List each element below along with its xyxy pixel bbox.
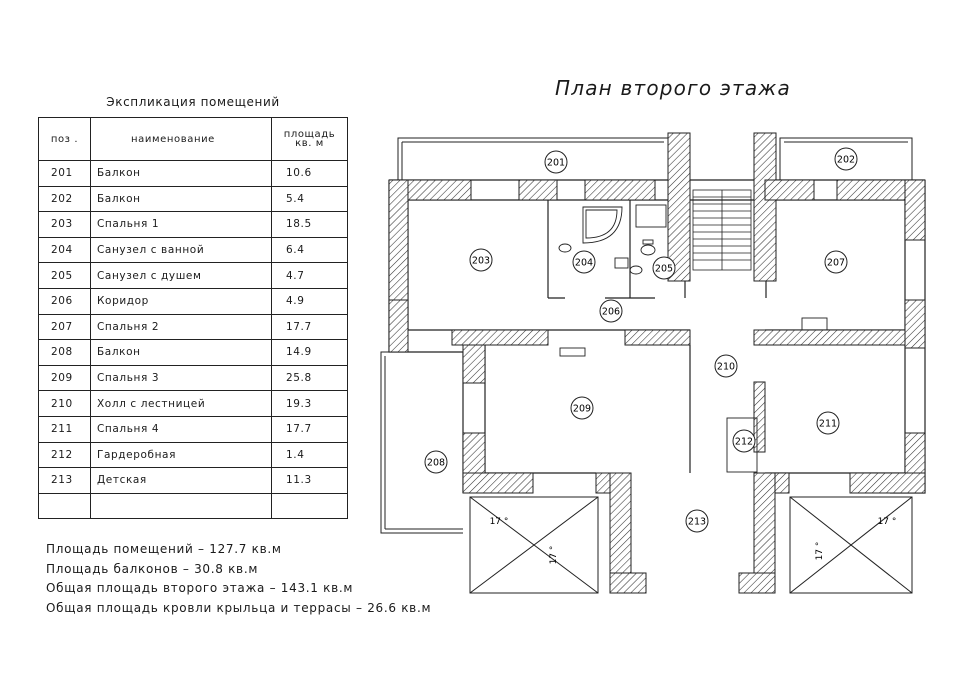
room-marker-circle xyxy=(572,250,596,274)
cell-area: 11.3 xyxy=(271,467,348,494)
cell-area: 17.7 xyxy=(271,313,348,341)
cell-name: Детская xyxy=(90,467,272,494)
room-marker-circle xyxy=(685,509,709,533)
header-name: наименование xyxy=(90,117,272,161)
room-marker-circle xyxy=(570,396,594,420)
room-marker-label: 211 xyxy=(819,419,837,430)
room-marker-label: 208 xyxy=(427,458,445,469)
roof-slope-label: 17 ° xyxy=(878,517,897,527)
table-caption: Экспликация помещений xyxy=(106,95,280,109)
room-marker-circle xyxy=(544,150,568,174)
cell-name: Спальня 1 xyxy=(90,211,272,238)
cell-pos: 207 xyxy=(38,313,91,341)
roof-slope-label: 17 ° xyxy=(549,546,559,565)
room-marker-circle xyxy=(824,250,848,274)
summary-rooms-area: Площадь помещений – 127.7 кв.м xyxy=(46,542,282,556)
room-marker-circle xyxy=(599,299,623,323)
room-markers: 201 202 203 204 205 206 207 208 209 210 211 212 213 xyxy=(424,147,858,533)
room-marker-label: 210 xyxy=(717,362,735,373)
room-marker-circle xyxy=(714,354,738,378)
room-marker-label: 209 xyxy=(573,404,591,415)
area-summary: Площадь помещений – 127.7 кв.м Площадь б… xyxy=(46,540,431,618)
cell-name: Спальня 2 xyxy=(90,313,272,341)
cell-area: 17.7 xyxy=(271,415,348,443)
room-marker-circle xyxy=(424,450,448,474)
table-row xyxy=(38,492,348,520)
cell-name: Спальня 3 xyxy=(90,364,272,392)
room-marker-label: 202 xyxy=(837,155,855,166)
header-area: площадь кв. м xyxy=(271,117,348,161)
cell-pos: 203 xyxy=(38,211,91,238)
roof-slope-labels: 17 ° 17 ° 17 ° 17 ° xyxy=(490,517,897,564)
room-marker-circle xyxy=(816,411,840,435)
roof-slope-label: 17 ° xyxy=(490,517,509,527)
room-marker-label: 205 xyxy=(655,264,673,275)
plan-title: План второго этажа xyxy=(555,76,791,100)
room-marker-circle xyxy=(834,147,858,171)
room-marker-circle xyxy=(469,248,493,272)
header-area-line2: кв. м xyxy=(295,138,324,149)
summary-roof-area: Общая площадь кровли крыльца и террасы –… xyxy=(46,600,432,615)
room-marker-circle xyxy=(652,256,676,280)
room-marker-label: 212 xyxy=(735,437,753,448)
summary-balconies-area: Площадь балконов – 30.8 кв.м xyxy=(46,561,259,576)
cell-pos: 210 xyxy=(38,390,91,417)
summary-total-area: Общая площадь второго этажа – 143.1 кв.м xyxy=(46,581,354,595)
header-pos: поз . xyxy=(38,117,91,161)
fixtures xyxy=(558,204,828,473)
header-area-line1: площадь xyxy=(283,129,336,140)
cell-area: 1.4 xyxy=(271,441,348,469)
room-marker-circle xyxy=(732,429,756,453)
cell-pos: 208 xyxy=(38,339,91,366)
cell-area: 14.9 xyxy=(271,339,348,366)
cell-name: Коридор xyxy=(90,287,272,315)
cell-pos: 206 xyxy=(38,287,91,315)
roof-outlines xyxy=(469,496,913,594)
staircase xyxy=(692,189,752,271)
cell-area: 4.7 xyxy=(271,262,348,289)
room-marker-label: 201 xyxy=(547,158,565,169)
room-marker-label: 203 xyxy=(472,256,490,267)
cell-pos: 202 xyxy=(38,185,91,213)
cell-name: Спальня 4 xyxy=(90,415,272,443)
cell-name: Холл с лестницей xyxy=(90,390,272,417)
room-marker-label: 207 xyxy=(827,258,845,269)
roof-slope-label: 17 ° xyxy=(815,542,825,561)
table-header-row: поз . наименование площадь кв. м xyxy=(38,117,348,161)
cell-name xyxy=(90,492,272,520)
room-marker-label: 213 xyxy=(688,517,706,528)
cell-area xyxy=(271,492,348,520)
cell-pos: 204 xyxy=(38,236,91,264)
room-marker-label: 206 xyxy=(602,307,620,318)
room-marker-label: 204 xyxy=(575,258,593,269)
walls-hatched xyxy=(388,132,926,594)
cell-area: 4.9 xyxy=(271,287,348,315)
